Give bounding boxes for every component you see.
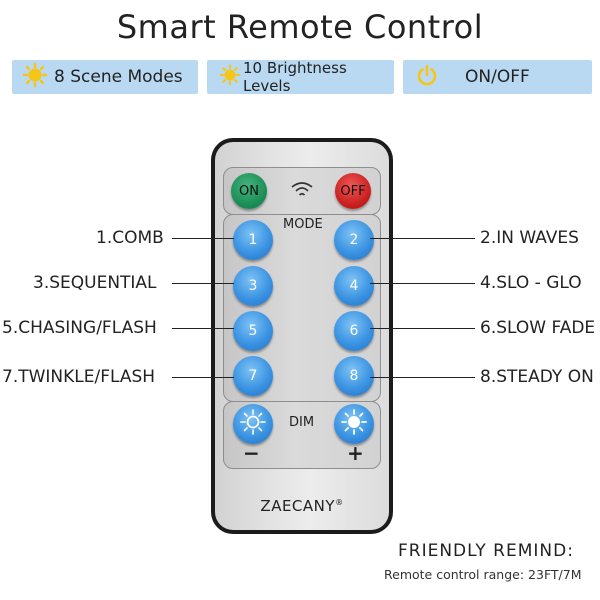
on-button[interactable]: ON [231,173,267,209]
leader-line [370,283,475,284]
leader-line [172,377,234,378]
mode-button-3[interactable]: 3 [233,266,273,306]
dim-label: DIM [289,415,315,430]
mode-label-2: 2.IN WAVES [480,228,579,248]
sun-outline-icon [239,408,267,440]
leader-line [370,328,475,329]
feature-on-off: ON/OFF [403,60,592,94]
leader-line [172,328,234,329]
registered-mark: ® [335,498,344,507]
leader-line [172,283,234,284]
sun-filled-icon [340,408,368,440]
mode-button-7[interactable]: 7 [233,356,273,396]
brand-name: ZAECANY [260,497,336,515]
sun-icon [219,64,241,91]
mode-button-5[interactable]: 5 [233,311,273,351]
minus-sign: − [243,441,260,465]
feature-label: 10 Brightness Levels [243,59,347,95]
mode-button-1[interactable]: 1 [233,220,273,260]
mode-label: MODE [283,217,323,232]
off-button[interactable]: OFF [335,173,371,209]
mode-button-4[interactable]: 4 [334,266,374,306]
feature-label: ON/OFF [465,67,530,87]
remind-text: Remote control range: 23FT/7M [384,567,582,582]
mode-label-1: 1.COMB [96,228,164,248]
mode-label-7: 7.TWINKLE/FLASH [2,367,156,387]
mode-label-6: 6.SLOW FADE [480,318,596,338]
mode-label-4: 4.SLO - GLO [480,273,582,293]
leader-line [370,238,475,239]
dim-up-button[interactable] [334,404,374,444]
mode-button-6[interactable]: 6 [334,311,374,351]
leader-line [172,238,234,239]
feature-brightness: 10 Brightness Levels [207,59,394,95]
mode-label-8: 8.STEADY ON [480,367,594,387]
page-title: Smart Remote Control [116,8,484,46]
leader-line [370,377,475,378]
mode-label-5: 5.CHASING/FLASH [2,318,157,338]
plus-sign: + [347,441,364,465]
feature-scene-modes: 8 Scene Modes [12,60,198,94]
feature-label: 8 Scene Modes [54,67,183,87]
remote-face: ON OFF MODE 1 2 3 4 5 6 7 8 DIM [215,142,389,530]
mode-label-3: 3.SEQUENTIAL [33,273,157,293]
dim-down-button[interactable] [233,404,273,444]
mode-button-8[interactable]: 8 [334,356,374,396]
remote-control: ON OFF MODE 1 2 3 4 5 6 7 8 DIM [211,138,393,534]
wireless-signal-icon [289,180,315,203]
mode-button-2[interactable]: 2 [334,220,374,260]
brand-logo: ZAECANY® [215,497,389,515]
sun-icon [22,62,48,93]
remind-title: FRIENDLY REMIND: [398,541,574,561]
power-icon [415,63,439,92]
